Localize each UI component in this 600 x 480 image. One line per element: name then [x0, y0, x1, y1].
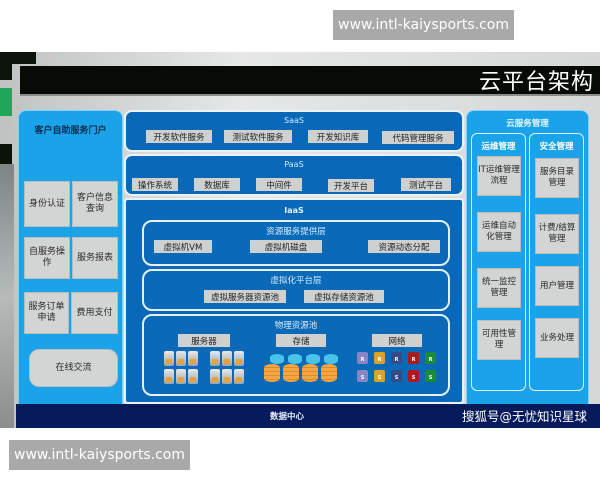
resource-item: 虚拟机VM [154, 240, 212, 253]
decor-green-strip [0, 88, 12, 116]
storage-group-label: 存储 [276, 334, 326, 347]
paas-item: 数据库 [194, 178, 240, 191]
physical-resource-pool: 物理资源池 服务器 存储 网络 [142, 314, 450, 396]
security-item: 用户管理 [535, 266, 579, 306]
paas-item: 开发平台 [328, 179, 374, 192]
decor-grey-strip [0, 164, 14, 428]
portal-item: 费用支付 [71, 292, 118, 334]
portal-item: 客户信息查询 [72, 181, 118, 227]
iaas-layer: IaaS 资源服务提供层 虚拟机VM 虚拟机磁盘 资源动态分配 虚拟化平台层 虚… [124, 198, 464, 404]
resource-item: 资源动态分配 [368, 240, 440, 253]
security-item: 计费/结算管理 [535, 214, 579, 254]
service-layers: SaaS 开发软件服务 测试软件服务 开发知识库 代码管理服务 PaaS 操作系… [124, 110, 464, 410]
source-credit: 搜狐号@无忧知识星球 [462, 409, 588, 424]
customer-portal-title: 客户自助服务门户 [34, 126, 107, 136]
cloud-management-title: 云服务管理 [506, 119, 549, 129]
server-group-label: 服务器 [178, 334, 230, 347]
security-management-column: 安全管理 服务目录管理 计费/结算管理 用户管理 业务处理 [529, 133, 584, 391]
virtual-item: 虚拟存储资源池 [304, 290, 384, 303]
network-group-label: 网络 [372, 334, 422, 347]
saas-layer: SaaS 开发软件服务 测试软件服务 开发知识库 代码管理服务 [124, 110, 464, 152]
paas-item: 测试平台 [401, 178, 451, 191]
resource-service-title: 资源服务提供层 [266, 227, 326, 237]
saas-item: 开发软件服务 [146, 130, 212, 143]
resource-service-layer: 资源服务提供层 虚拟机VM 虚拟机磁盘 资源动态分配 [142, 220, 450, 266]
paas-item: 中间件 [256, 178, 302, 191]
decor-corner [0, 52, 36, 64]
watermark-top: www.intl-kaiysports.com [333, 10, 514, 40]
ops-item: 可用性管理 [477, 320, 521, 360]
security-item: 业务处理 [535, 318, 579, 358]
portal-item: 服务报表 [72, 237, 118, 279]
paas-title: PaaS [284, 160, 304, 169]
slide-title-bar: 云平台架构 [20, 66, 600, 96]
physical-pool-title: 物理资源池 [274, 321, 318, 331]
portal-item-online-chat: 在线交流 [29, 349, 118, 387]
saas-item: 开发知识库 [308, 130, 368, 143]
resource-item: 虚拟机磁盘 [250, 240, 322, 253]
saas-title: SaaS [284, 116, 304, 125]
virtualization-title: 虚拟化平台层 [270, 276, 322, 286]
paas-item: 操作系统 [132, 178, 178, 191]
decor-black-strip [0, 144, 12, 164]
cloud-architecture-slide: 云平台架构 客户自助服务门户 身份认证 客户信息查询 自服务操作 服务报表 服务… [0, 52, 600, 428]
data-center-label: 数据中心 [270, 412, 305, 422]
portal-item: 身份认证 [24, 181, 70, 227]
ops-item: 统一监控管理 [477, 268, 521, 308]
saas-item: 测试软件服务 [224, 130, 292, 143]
watermark-bottom: www.intl-kaiysports.com [9, 440, 190, 470]
slide-title: 云平台架构 [478, 70, 594, 95]
ops-item: IT运维管理流程 [477, 156, 521, 196]
iaas-title: IaaS [284, 206, 304, 215]
customer-portal-panel: 客户自助服务门户 身份认证 客户信息查询 自服务操作 服务报表 服务订单申请 费… [18, 110, 123, 410]
security-item: 服务目录管理 [535, 158, 579, 198]
portal-item: 自服务操作 [24, 237, 70, 279]
decor-corner [0, 64, 12, 80]
paas-layer: PaaS 操作系统 数据库 中间件 开发平台 测试平台 [124, 154, 464, 196]
ops-management-title: 运维管理 [481, 142, 516, 152]
saas-item: 代码管理服务 [382, 131, 454, 144]
portal-item: 服务订单申请 [24, 292, 69, 334]
cloud-service-management-panel: 云服务管理 运维管理 IT运维管理流程 运维自动化管理 统一监控管理 可用性管理… [466, 110, 589, 410]
virtual-item: 虚拟服务器资源池 [204, 290, 286, 303]
virtualization-layer: 虚拟化平台层 虚拟服务器资源池 虚拟存储资源池 [142, 269, 450, 311]
ops-management-column: 运维管理 IT运维管理流程 运维自动化管理 统一监控管理 可用性管理 [471, 133, 526, 391]
data-center-bar: 数据中心 搜狐号@无忧知识星球 [16, 404, 600, 428]
security-management-title: 安全管理 [539, 142, 574, 152]
ops-item: 运维自动化管理 [477, 212, 521, 252]
